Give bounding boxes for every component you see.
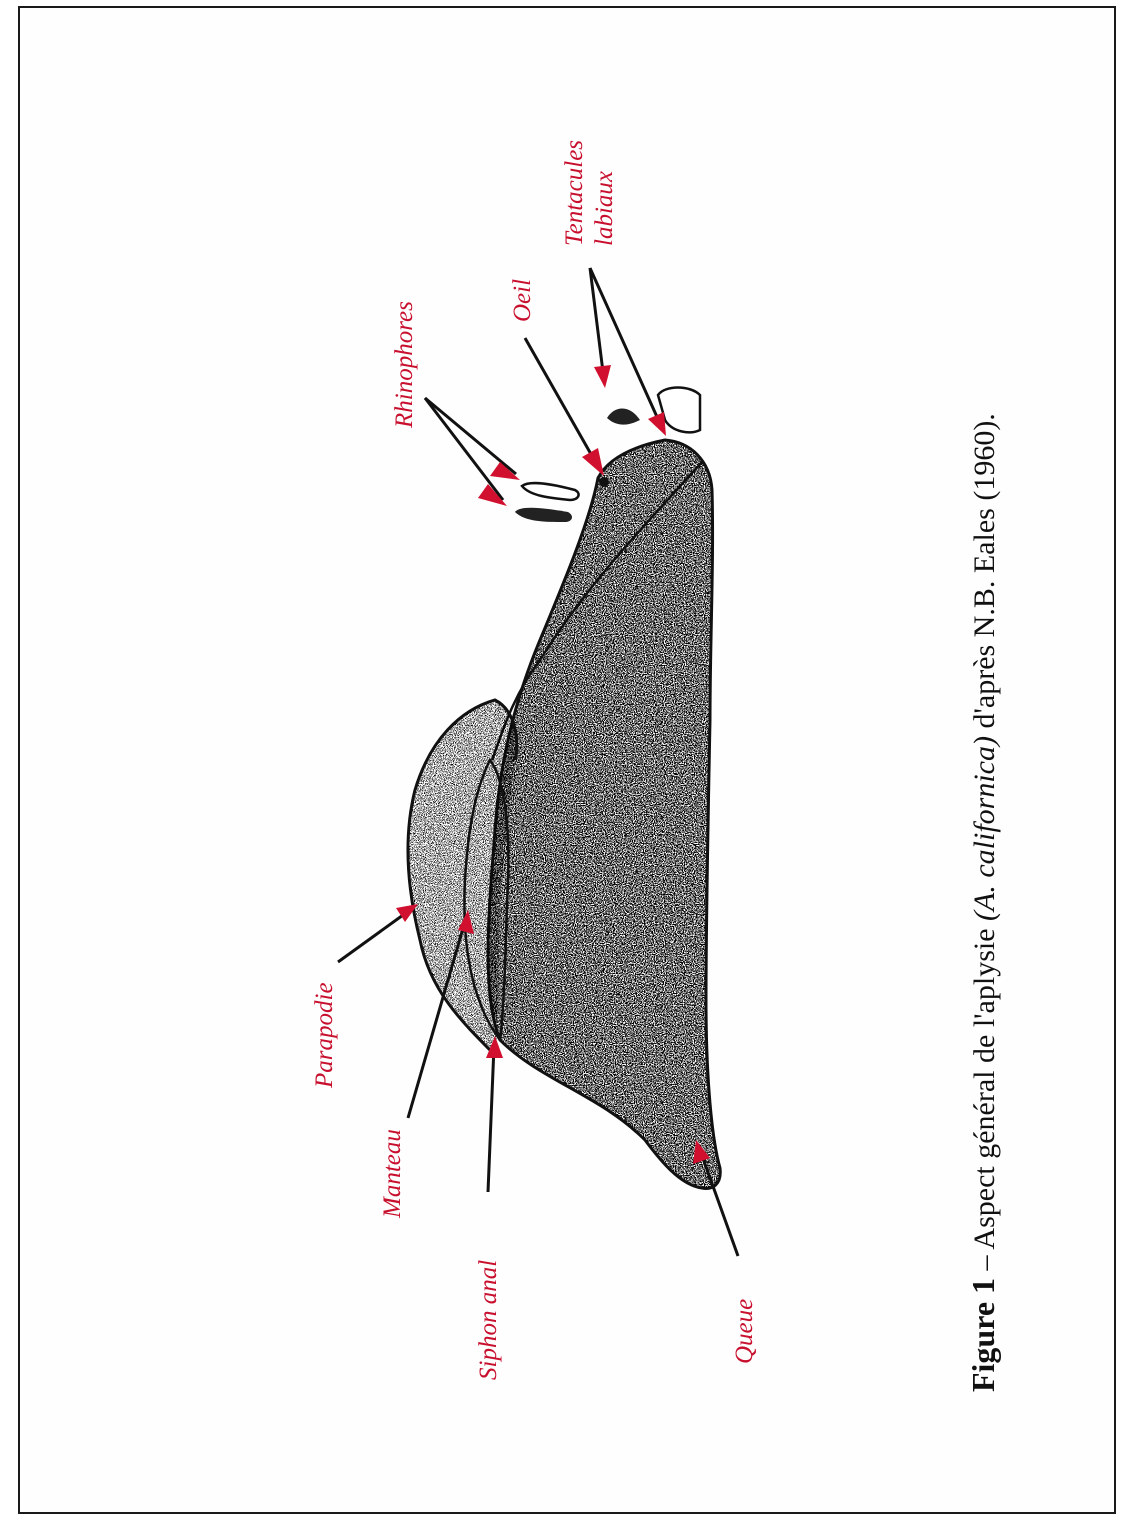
caption-text-after: d'après N.B. Eales (1960). (968, 413, 1001, 736)
caption-figure-number: Figure 1 (965, 1278, 1001, 1392)
label-rhinophores: Rhinophores (391, 301, 418, 429)
label-parapodie: Parapodie (311, 982, 338, 1089)
aplysia-body (488, 440, 720, 1188)
label-queue: Queue (731, 1299, 758, 1364)
label-siphon: Siphon anal (475, 1260, 502, 1380)
figure-caption: Figure 1 – Aspect général de l'aplysie (… (965, 413, 1001, 1392)
caption-text-before: Aspect général de l'aplysie (968, 921, 1001, 1250)
leader-oeil (525, 338, 604, 476)
label-tentacules-line1: Tentacules (561, 140, 588, 246)
leader-parapodie (338, 904, 418, 962)
label-manteau: Manteau (379, 1129, 406, 1219)
rhinophore-appendages (515, 483, 579, 522)
label-tentacules-line2: labiaux (591, 171, 618, 246)
caption-dash: – (968, 1250, 1001, 1278)
leader-rhinophores (425, 398, 520, 506)
label-oeil: Oeil (509, 279, 536, 322)
leader-siphon (486, 1036, 503, 1192)
caption-species: (A. californica) (968, 736, 1001, 921)
eye-dot (599, 477, 609, 487)
